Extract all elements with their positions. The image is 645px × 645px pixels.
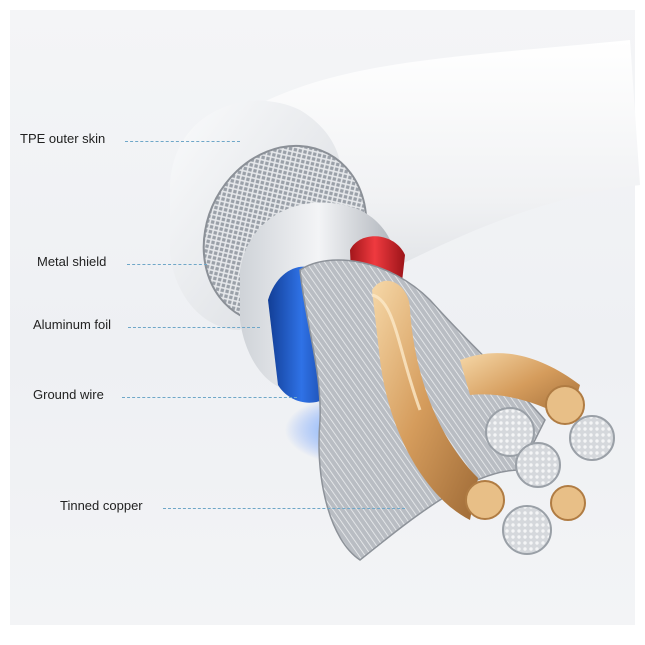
label-metal-shield: Metal shield [37, 254, 107, 269]
leader-foil [128, 327, 260, 328]
label-tpe-outer-skin: TPE outer skin [20, 131, 106, 146]
label-tinned-copper: Tinned copper [60, 498, 143, 513]
leader-shield [127, 264, 207, 265]
strand-end [485, 407, 535, 457]
label-aluminum-foil: Aluminum foil [33, 317, 112, 332]
copper-end [545, 385, 585, 425]
leader-ground [122, 397, 297, 398]
strand-end [502, 505, 552, 555]
strand-end [569, 415, 615, 461]
leader-tpe [125, 141, 240, 142]
copper-end [465, 480, 505, 520]
leader-copper [163, 508, 405, 509]
strand-end [515, 442, 561, 488]
copper-end [550, 485, 586, 521]
label-ground-wire: Ground wire [33, 387, 104, 402]
